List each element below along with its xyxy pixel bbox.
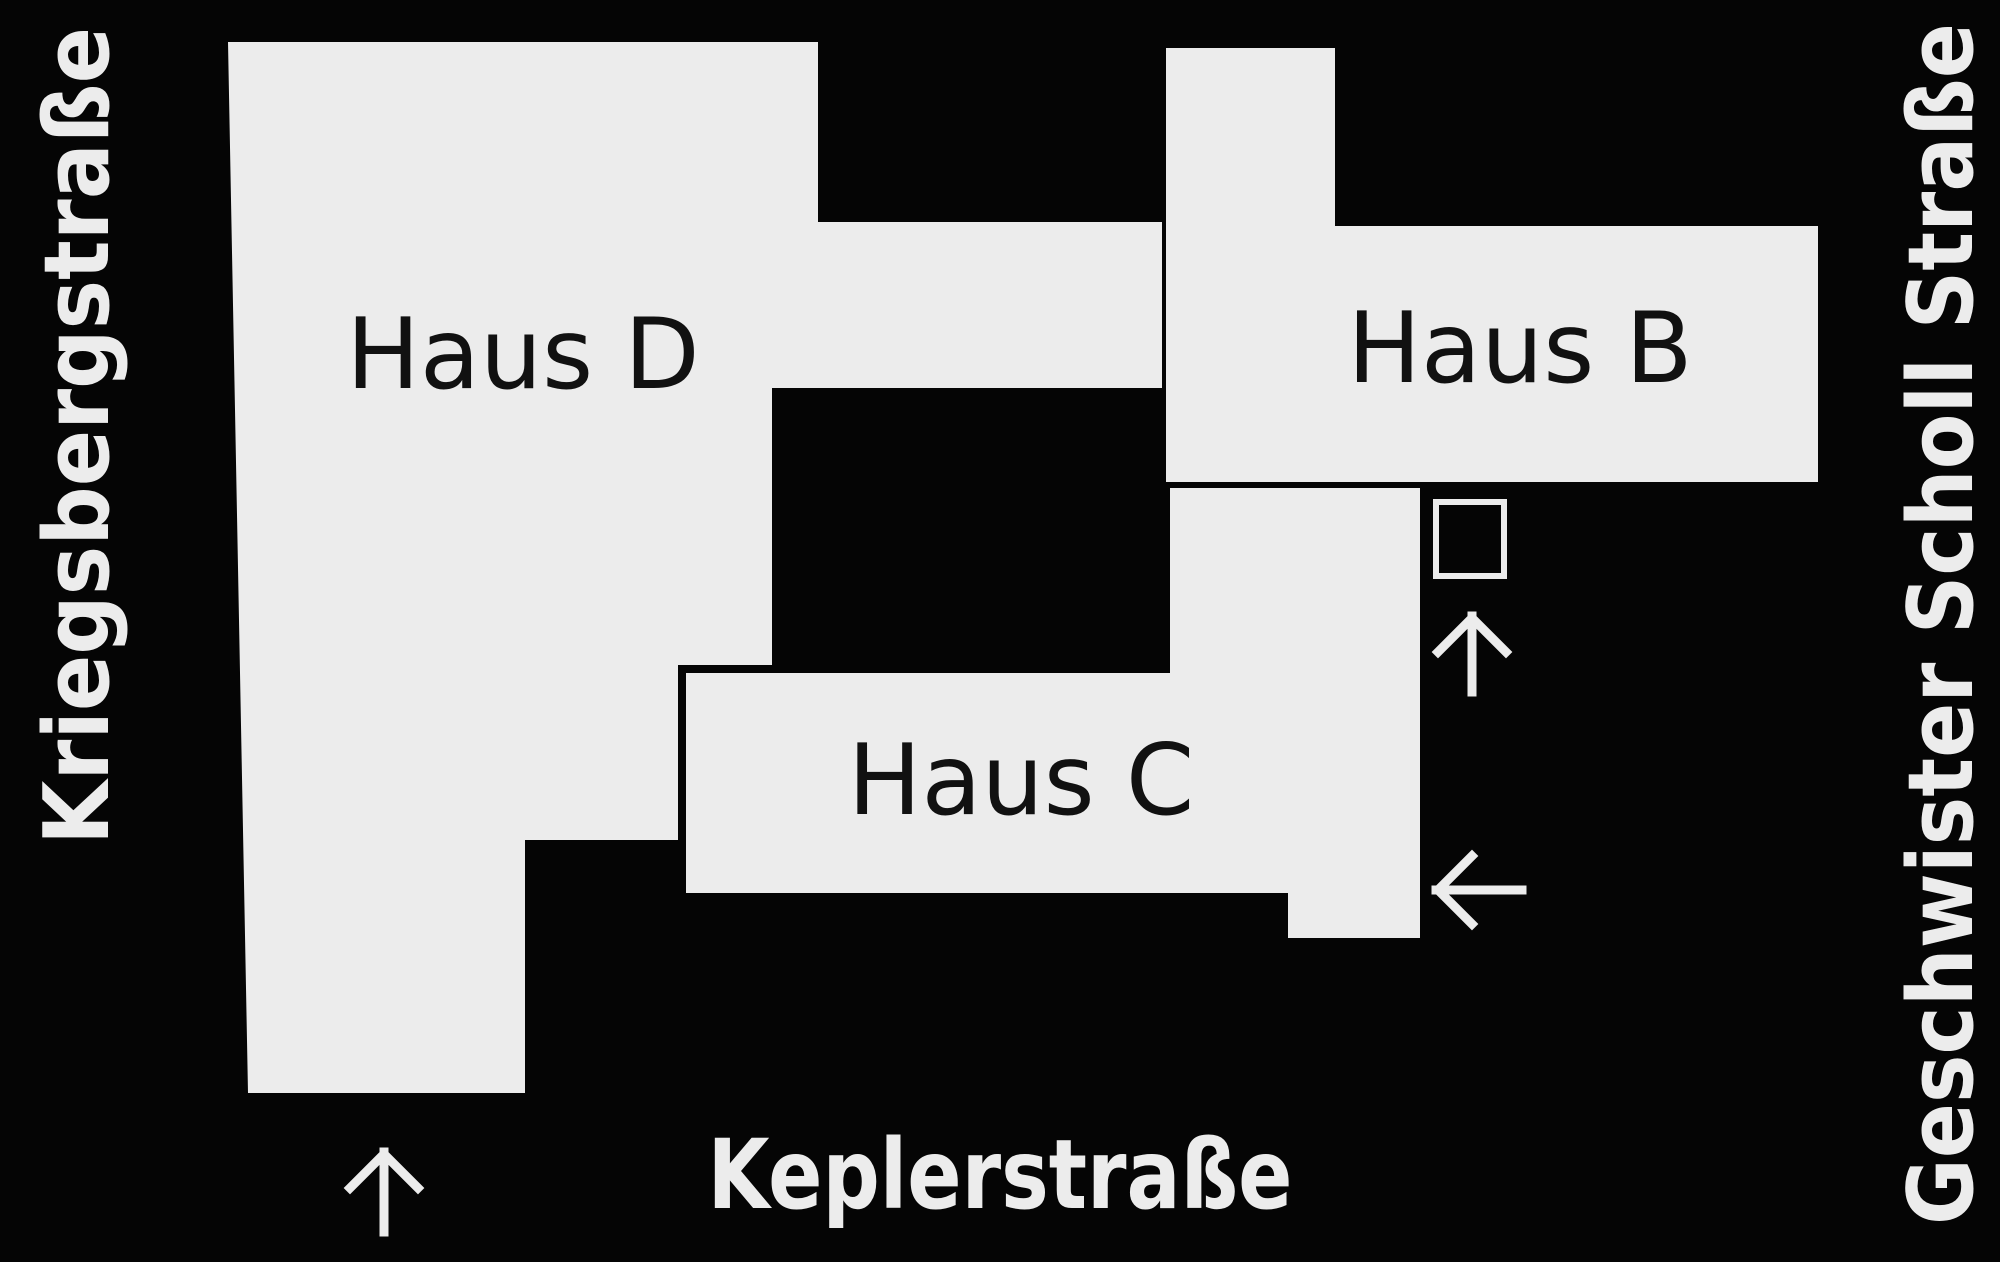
entrance-arrow-up-east xyxy=(1431,611,1513,697)
arrow-left-icon xyxy=(1431,849,1527,931)
building-haus-b-shape xyxy=(1166,48,1818,482)
street-label-east: Geschwister Scholl Straße xyxy=(1889,23,1994,1225)
entrance-arrow-left-east xyxy=(1431,849,1527,931)
building-haus-c-shape xyxy=(686,488,1420,938)
building-haus-d-label: Haus D xyxy=(346,298,700,412)
building-haus-d-shape xyxy=(228,42,1162,1093)
entrance-arrow-up-south xyxy=(343,1147,425,1237)
building-haus-d[interactable]: Haus D xyxy=(228,42,1162,1093)
building-haus-c[interactable]: Haus C xyxy=(686,488,1420,938)
building-haus-b[interactable]: Haus B xyxy=(1166,48,1818,482)
arrow-up-icon xyxy=(343,1147,425,1237)
street-label-west: Kriegsbergstraße xyxy=(25,27,130,845)
arrow-up-icon xyxy=(1431,611,1513,697)
street-label-south: Keplerstraße xyxy=(708,1119,1293,1231)
building-haus-c-label: Haus C xyxy=(848,724,1195,838)
building-haus-b-label: Haus B xyxy=(1347,292,1692,406)
square-outline-icon xyxy=(1433,499,1507,579)
